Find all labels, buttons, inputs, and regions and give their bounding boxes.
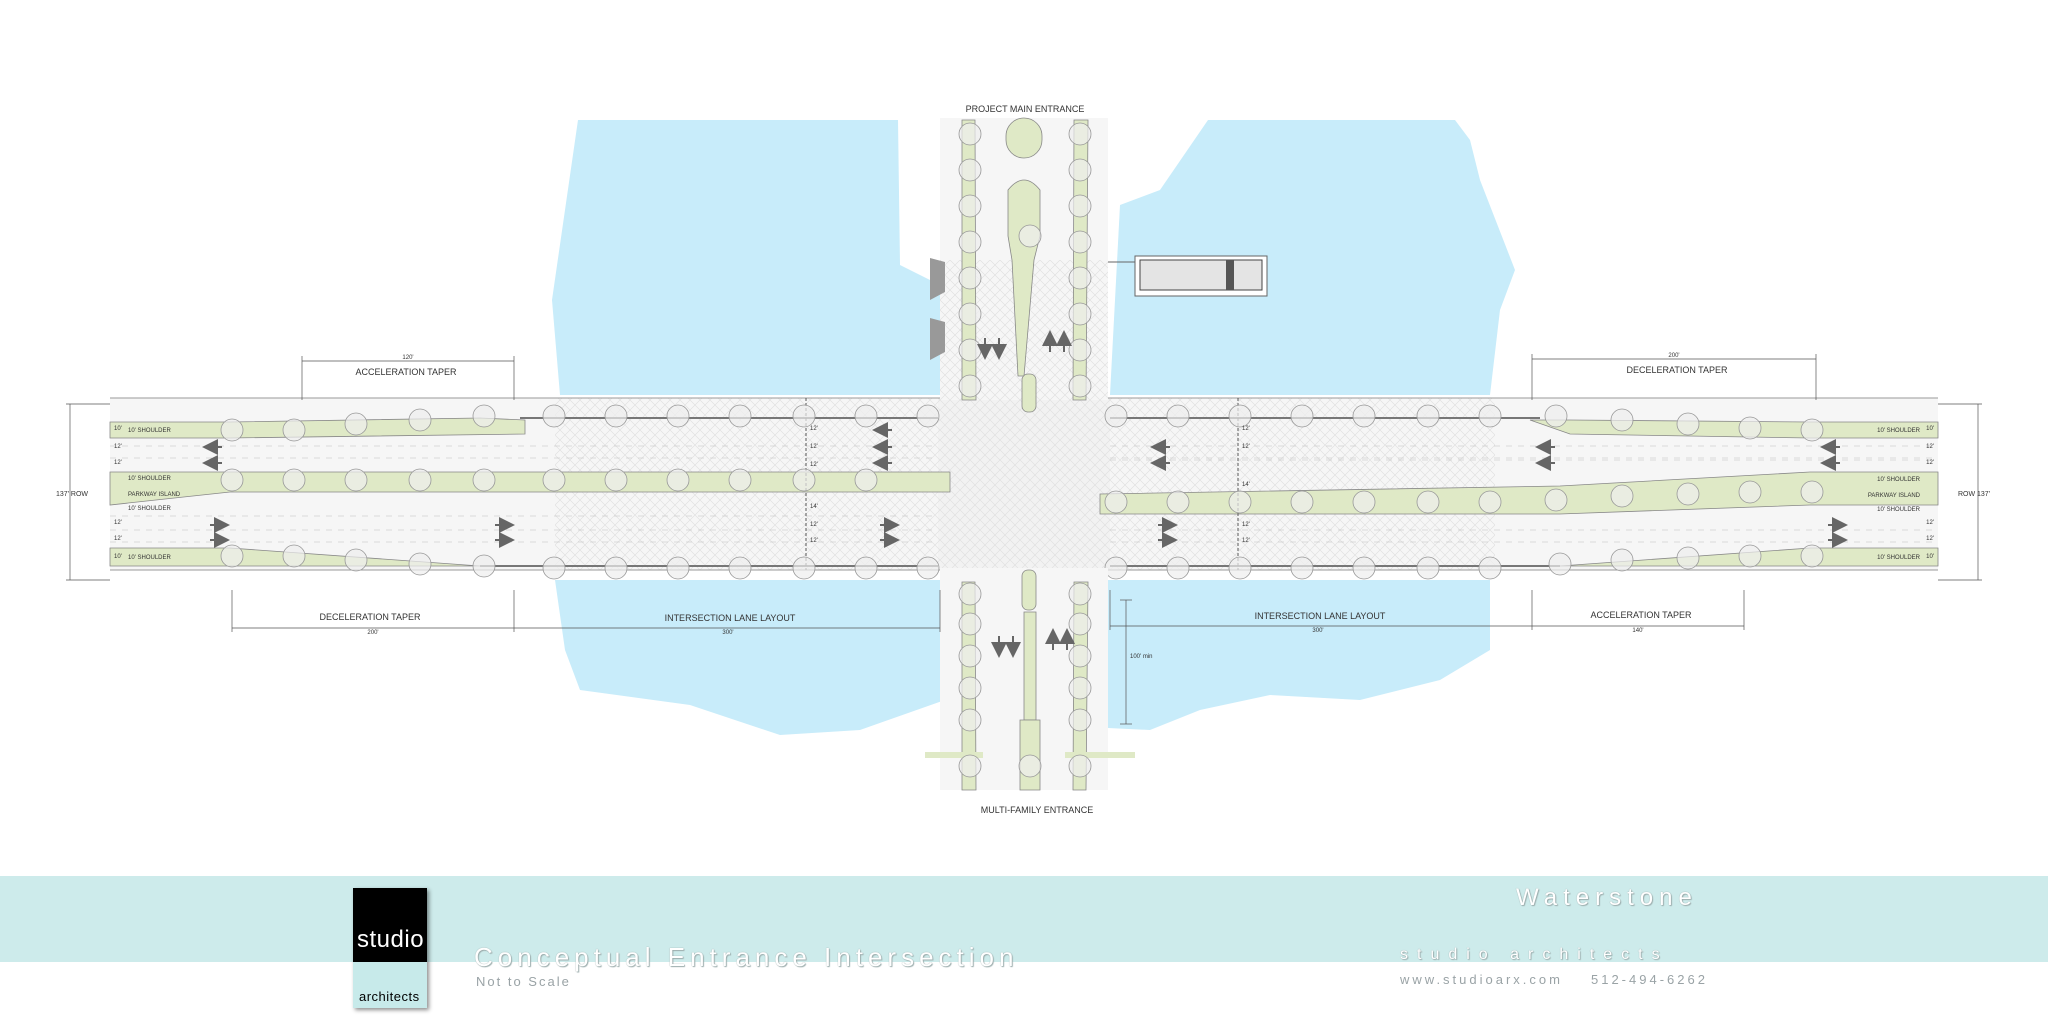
lane-width-label: 12' [114, 536, 122, 542]
south-entrance-road [925, 568, 1135, 791]
row-right-label: ROW 137' [1958, 491, 1990, 498]
dimension-lines [66, 354, 1982, 725]
lane-width-label: 12' [1926, 520, 1934, 526]
logo-bottom: architects [353, 962, 427, 1008]
lane-width-label: 10' [114, 554, 122, 560]
min-dimension-label: 100' min [1130, 654, 1153, 660]
firm-name: studio architects [1400, 946, 1669, 963]
lane-width-label: 12' [1242, 426, 1250, 432]
contact-line: www.studioarx.com 512-494-6262 [1400, 972, 1708, 987]
pond-southeast [1108, 580, 1490, 730]
shoulder-label: 10' SHOULDER [1877, 507, 1920, 513]
lane-width-label: 12' [810, 444, 818, 450]
accel-taper-right-dim: 140' [1632, 628, 1643, 634]
scale-note: Not to Scale [476, 974, 571, 989]
decel-taper-left-label: DECELERATION TAPER [319, 612, 421, 622]
station-lane-labels: 12' 12' 12' 14' 12' 12' 12' 12' 14' 12' … [810, 426, 1250, 544]
shoulder-label: 10' SHOULDER [128, 555, 171, 561]
phone-text: 512-494-6262 [1590, 972, 1708, 987]
gatehouse-building [1108, 255, 1268, 297]
right-lane-labels: 10' SHOULDER 10' SHOULDER PARKWAY ISLAND… [1868, 426, 1934, 561]
logo-top: studio [353, 888, 427, 962]
accel-taper-left-label: ACCELERATION TAPER [355, 367, 457, 377]
lane-width-label: 12' [1242, 522, 1250, 528]
decel-taper-right-label: DECELERATION TAPER [1626, 365, 1728, 375]
logo-bottom-text: architects [359, 989, 420, 1004]
lane-width-label: 12' [114, 460, 122, 466]
decel-taper-left-dim: 200' [367, 630, 378, 636]
lane-width-label: 12' [1242, 538, 1250, 544]
lane-width-label: 12' [1242, 444, 1250, 450]
accel-taper-right-label: ACCELERATION TAPER [1590, 610, 1692, 620]
lane-width-label: 14' [810, 504, 818, 510]
shoulder-label: 10' SHOULDER [1877, 428, 1920, 434]
parkway-road [109, 397, 1939, 580]
row-left-label: 137' ROW [56, 491, 88, 498]
lane-width-label: 12' [810, 538, 818, 544]
decel-taper-right-dim: 200' [1668, 353, 1679, 359]
accel-taper-left-dim: 120' [402, 355, 413, 361]
lane-layout-right-dim: 300' [1312, 628, 1323, 634]
site-plan-drawing: PROJECT MAIN ENTRANCE MULTI-FAMILY ENTRA… [56, 104, 1990, 815]
sheet-title: Conceptual Entrance Intersection [474, 942, 1019, 972]
lane-width-label: 10' [1926, 554, 1934, 560]
shoulder-label: 10' SHOULDER [128, 428, 171, 434]
lane-layout-left-label: INTERSECTION LANE LAYOUT [665, 613, 796, 623]
title-block-band [0, 876, 2048, 962]
shoulder-label: 10' SHOULDER [1877, 555, 1920, 561]
lane-width-label: 12' [1926, 460, 1934, 466]
lane-width-label: 12' [810, 426, 818, 432]
lane-layout-left-dim: 300' [722, 630, 733, 636]
lane-width-label: 12' [114, 444, 122, 450]
pond-northwest [552, 120, 940, 395]
pond-northeast [1110, 120, 1515, 395]
lane-width-label: 14' [1242, 482, 1250, 488]
website-text: www.studioarx.com [1400, 972, 1563, 987]
lane-width-label: 12' [1926, 444, 1934, 450]
lane-width-label: 10' [114, 426, 122, 432]
shoulder-label: 10' SHOULDER [1877, 477, 1920, 483]
shoulder-label: 10' SHOULDER [128, 476, 171, 482]
lane-width-label: 12' [810, 522, 818, 528]
lane-width-label: 10' [1926, 426, 1934, 432]
pond-southwest [555, 580, 945, 735]
north-entrance-road [930, 117, 1108, 413]
bottom-entrance-label: MULTI-FAMILY ENTRANCE [981, 805, 1094, 815]
logo-top-text: studio [357, 926, 425, 953]
shoulder-label: 10' SHOULDER [128, 506, 171, 512]
parkway-island-label: PARKWAY ISLAND [1868, 493, 1921, 499]
left-lane-labels: 10' SHOULDER 10' SHOULDER PARKWAY ISLAND… [114, 426, 181, 561]
project-name: Waterstone [1516, 884, 1698, 911]
top-entrance-label: PROJECT MAIN ENTRANCE [966, 104, 1085, 114]
lane-width-label: 12' [114, 520, 122, 526]
lane-width-label: 12' [810, 462, 818, 468]
parkway-island-label: PARKWAY ISLAND [128, 492, 181, 498]
lane-width-label: 12' [1926, 536, 1934, 542]
studio-logo: studio architects [353, 888, 427, 1008]
lane-layout-right-label: INTERSECTION LANE LAYOUT [1255, 611, 1386, 621]
